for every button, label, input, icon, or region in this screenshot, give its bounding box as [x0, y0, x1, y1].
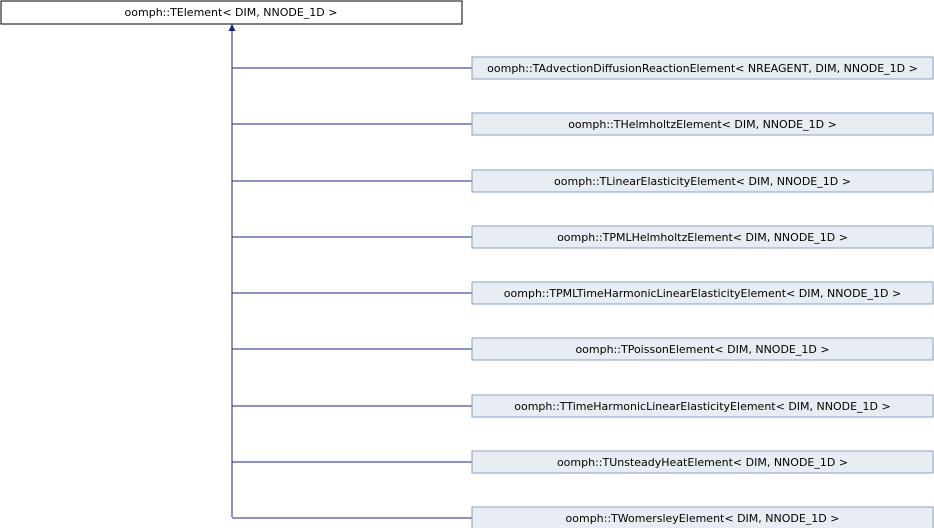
derived-classes: oomph::TAdvectionDiffusionReactionElemen…	[471, 56, 934, 528]
derived-class-box[interactable]	[471, 506, 934, 528]
derived-class-node[interactable]: oomph::TLinearElasticityElement< DIM, NN…	[471, 169, 934, 193]
derived-class-box[interactable]	[471, 281, 934, 305]
derived-class-node[interactable]: oomph::TAdvectionDiffusionReactionElemen…	[471, 56, 934, 80]
derived-class-box[interactable]	[471, 394, 934, 418]
derived-class-node[interactable]: oomph::TWomersleyElement< DIM, NNODE_1D …	[471, 506, 934, 528]
derived-class-box[interactable]	[471, 225, 934, 249]
derived-class-box[interactable]	[471, 112, 934, 136]
derived-class-node[interactable]: oomph::TPoissonElement< DIM, NNODE_1D >	[471, 337, 934, 361]
derived-class-node[interactable]: oomph::TPMLTimeHarmonicLinearElasticityE…	[471, 281, 934, 305]
derived-class-label: oomph::TPMLHelmholtzElement< DIM, NNODE_…	[557, 231, 848, 244]
derived-class-label: oomph::THelmholtzElement< DIM, NNODE_1D …	[568, 118, 837, 131]
derived-class-label: oomph::TUnsteadyHeatElement< DIM, NNODE_…	[557, 456, 848, 469]
derived-class-label: oomph::TWomersleyElement< DIM, NNODE_1D …	[566, 512, 840, 525]
derived-class-label: oomph::TAdvectionDiffusionReactionElemen…	[487, 62, 918, 75]
derived-class-box[interactable]	[471, 56, 934, 80]
base-class-label: oomph::TElement< DIM, NNODE_1D >	[125, 6, 338, 19]
derived-class-node[interactable]: oomph::TUnsteadyHeatElement< DIM, NNODE_…	[471, 450, 934, 474]
derived-class-label: oomph::TTimeHarmonicLinearElasticityElem…	[514, 400, 890, 413]
derived-class-label: oomph::TLinearElasticityElement< DIM, NN…	[554, 175, 851, 188]
base-class-box[interactable]	[0, 0, 463, 25]
derived-class-box[interactable]	[471, 337, 934, 361]
derived-class-node[interactable]: oomph::TTimeHarmonicLinearElasticityElem…	[471, 394, 934, 418]
base-class-node[interactable]: oomph::TElement< DIM, NNODE_1D >	[0, 0, 463, 25]
derived-class-label: oomph::TPoissonElement< DIM, NNODE_1D >	[575, 343, 829, 356]
inheritance-edges	[228, 24, 472, 519]
inheritance-arrowhead	[228, 24, 236, 31]
derived-class-node[interactable]: oomph::TPMLHelmholtzElement< DIM, NNODE_…	[471, 225, 934, 249]
derived-class-node[interactable]: oomph::THelmholtzElement< DIM, NNODE_1D …	[471, 112, 934, 136]
derived-class-box[interactable]	[471, 169, 934, 193]
derived-class-label: oomph::TPMLTimeHarmonicLinearElasticityE…	[504, 287, 901, 300]
derived-class-box[interactable]	[471, 450, 934, 474]
